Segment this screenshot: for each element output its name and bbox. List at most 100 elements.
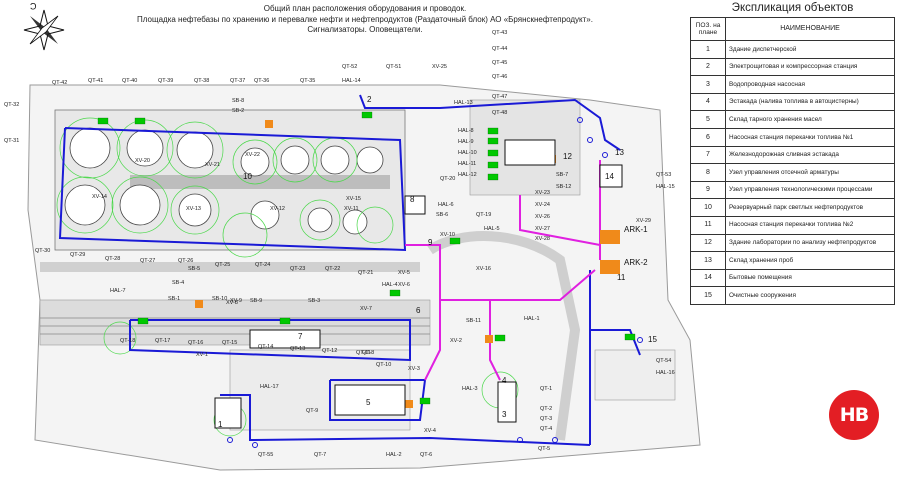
tag-label: QT-46 (492, 74, 508, 80)
tag-label: QT-45 (492, 60, 508, 66)
object-label: 2 (367, 95, 372, 104)
tank (119, 184, 161, 226)
tag-label: XV-29 (636, 218, 651, 224)
road-strip (40, 262, 420, 272)
ark-label: ARK-1 (624, 225, 648, 234)
compass-rose (23, 9, 65, 51)
south-branch (424, 300, 441, 381)
tag-label: SB-1 (168, 296, 181, 302)
tag-label: QT-52 (342, 64, 358, 70)
coverage-circle (232, 139, 278, 185)
tag-label: XV-5 (398, 270, 410, 276)
tag-label: QT-23 (290, 266, 306, 272)
tag-label: XV-22 (245, 152, 260, 158)
tag-label: QT-22 (325, 266, 341, 272)
coverage-circle (111, 176, 169, 234)
title-line-3: Сигнализаторы. Оповещатели. (307, 25, 423, 34)
tag-label: QT-29 (70, 252, 86, 258)
treatment-area (594, 349, 676, 401)
tag-label: QT-3 (540, 416, 553, 422)
tag-label: HAL-9 (458, 139, 474, 145)
drawing-title: Общий план расположения оборудования и п… (120, 4, 610, 36)
compass-star-diag2 (29, 15, 59, 45)
detector (577, 117, 583, 123)
object-label: 9 (428, 238, 433, 247)
object-label: 7 (298, 332, 303, 341)
tag-label: QT-42 (52, 80, 68, 86)
north-trunk (359, 94, 621, 151)
orange-marker (265, 120, 273, 128)
tag-label: XV-3 (408, 366, 420, 372)
building-9 (404, 195, 426, 215)
marker (494, 334, 506, 342)
tank (178, 193, 212, 227)
tag-label: XV-28 (535, 236, 550, 242)
tag-label: XV-10 (440, 232, 455, 238)
tag-label: QT-7 (314, 452, 327, 458)
building-2 (497, 381, 517, 423)
object-label: 6 (416, 306, 421, 315)
tag-label: HAL-17 (260, 384, 279, 390)
tag-label: SB-2 (232, 108, 245, 114)
tag-label: XV-7 (360, 306, 372, 312)
marker (449, 237, 461, 245)
marker (419, 397, 431, 405)
tag-label: QT-13 (290, 346, 306, 352)
legend-name: Здание лаборатории по анализу нефтепроду… (725, 233, 895, 253)
legend-num: 15 (690, 286, 726, 305)
tag-label: QT-9 (306, 408, 319, 414)
building-12 (504, 139, 556, 166)
tank (356, 146, 384, 174)
tag-label: QT-37 (230, 78, 246, 84)
tag-label: QT-51 (386, 64, 402, 70)
legend-num: 9 (690, 180, 726, 200)
legend-num: 1 (690, 40, 726, 59)
tanker-branch (489, 300, 501, 381)
treatment-branch (590, 329, 641, 356)
building-14 (599, 164, 623, 188)
title-line-2: Площадка нефтебазы по хранению и перевал… (137, 14, 593, 24)
legend-num: 8 (690, 163, 726, 182)
tag-label: QT-14 (258, 344, 274, 350)
tag-label: QT-53 (656, 172, 672, 178)
tag-label: HAL-2 (386, 452, 402, 458)
title-line-1: Общий план расположения оборудования и п… (263, 4, 467, 13)
tag-label: XV-9 (230, 298, 242, 304)
building-1 (214, 397, 242, 429)
tag-label: XV-2 (450, 338, 462, 344)
tag-label: QT-20 (440, 176, 456, 182)
legend-name: Электрощитовая и компрессорная станция (725, 57, 895, 77)
detector (227, 437, 233, 443)
nv-logo: НВ (829, 390, 879, 440)
tank (69, 127, 111, 169)
tag-label: XV-25 (432, 64, 447, 70)
tag-label: XV-26 (535, 214, 550, 220)
tag-label: QT-32 (4, 102, 20, 108)
tag-label: XV-20 (135, 158, 150, 164)
tank (64, 184, 106, 226)
marker (487, 127, 499, 135)
object-label: 4 (502, 376, 507, 385)
legend-title: Экспликация объектов (731, 2, 854, 14)
tag-label: HAL-7 (110, 288, 126, 294)
coverage-circle (170, 185, 220, 235)
tag-label: QT-35 (300, 78, 316, 84)
center-road (130, 175, 390, 189)
detector (517, 437, 523, 443)
tag-label: QT-31 (4, 138, 20, 144)
object-label: 10 (243, 172, 252, 181)
detector-dots (227, 117, 643, 448)
building-7 (249, 329, 321, 349)
marker (137, 317, 149, 325)
orange-marker (600, 260, 620, 274)
rail-yard-ground (39, 299, 431, 346)
tag-label: SB-4 (172, 280, 185, 286)
legend-num: 14 (690, 268, 726, 288)
